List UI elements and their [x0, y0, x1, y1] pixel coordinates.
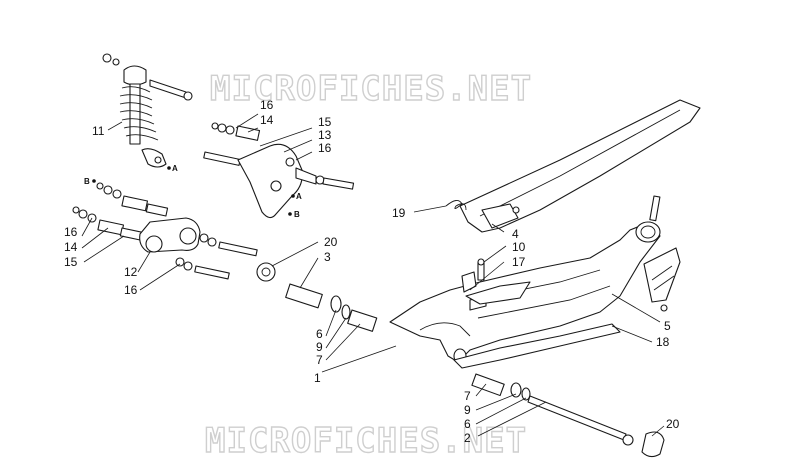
label-19: 19 — [392, 206, 406, 220]
part-labels: 11 16 14 15 13 16 16 14 15 12 16 20 3 6 … — [64, 98, 680, 445]
label-14b: 14 — [64, 240, 78, 254]
label-6b: 6 — [464, 417, 471, 431]
label-7b: 7 — [464, 389, 471, 403]
swingarm — [389, 195, 661, 364]
label-7a: 7 — [316, 353, 323, 367]
label-5: 5 — [664, 319, 671, 333]
ref-b1: B — [84, 177, 90, 186]
label-16c: 16 — [64, 225, 78, 239]
watermark-top: MICROFICHES.NET — [210, 69, 532, 109]
ref-dot-a2 — [291, 194, 295, 198]
label-3: 3 — [324, 250, 331, 264]
ref-a2: A — [296, 192, 302, 201]
leader-lines — [81, 113, 665, 437]
ref-a1: A — [172, 164, 178, 173]
rocker-bracket — [203, 122, 355, 219]
label-12: 12 — [124, 265, 138, 279]
label-17: 17 — [512, 255, 526, 269]
ref-b2: B — [294, 210, 300, 219]
label-18: 18 — [656, 335, 670, 349]
mud-guard — [453, 258, 621, 369]
swingarm-axle — [471, 373, 665, 458]
label-16b: 16 — [318, 141, 332, 155]
shock-absorber — [102, 53, 193, 168]
label-9a: 9 — [316, 340, 323, 354]
label-14a: 14 — [260, 113, 274, 127]
label-2: 2 — [464, 431, 471, 445]
label-16d: 16 — [124, 283, 138, 297]
label-11: 11 — [92, 124, 105, 138]
label-13: 13 — [318, 128, 332, 142]
label-4: 4 — [512, 227, 519, 241]
watermark-bottom: MICROFICHES.NET — [205, 421, 527, 461]
label-9b: 9 — [464, 403, 471, 417]
bushing-parts — [256, 262, 378, 332]
chain-slider — [643, 247, 681, 312]
linkage-assembly — [72, 182, 258, 280]
chain-guard — [459, 99, 701, 233]
label-6a: 6 — [316, 327, 323, 341]
label-20a: 20 — [324, 235, 338, 249]
label-20b: 20 — [666, 417, 680, 431]
label-1: 1 — [314, 371, 321, 385]
ref-dot-b2 — [288, 212, 292, 216]
label-10: 10 — [512, 240, 526, 254]
spring-clip — [445, 200, 467, 211]
ref-dot-b1 — [92, 179, 96, 183]
label-16a: 16 — [260, 98, 274, 112]
ref-dot-a1 — [167, 166, 171, 170]
label-15a: 15 — [318, 115, 332, 129]
label-15b: 15 — [64, 255, 78, 269]
